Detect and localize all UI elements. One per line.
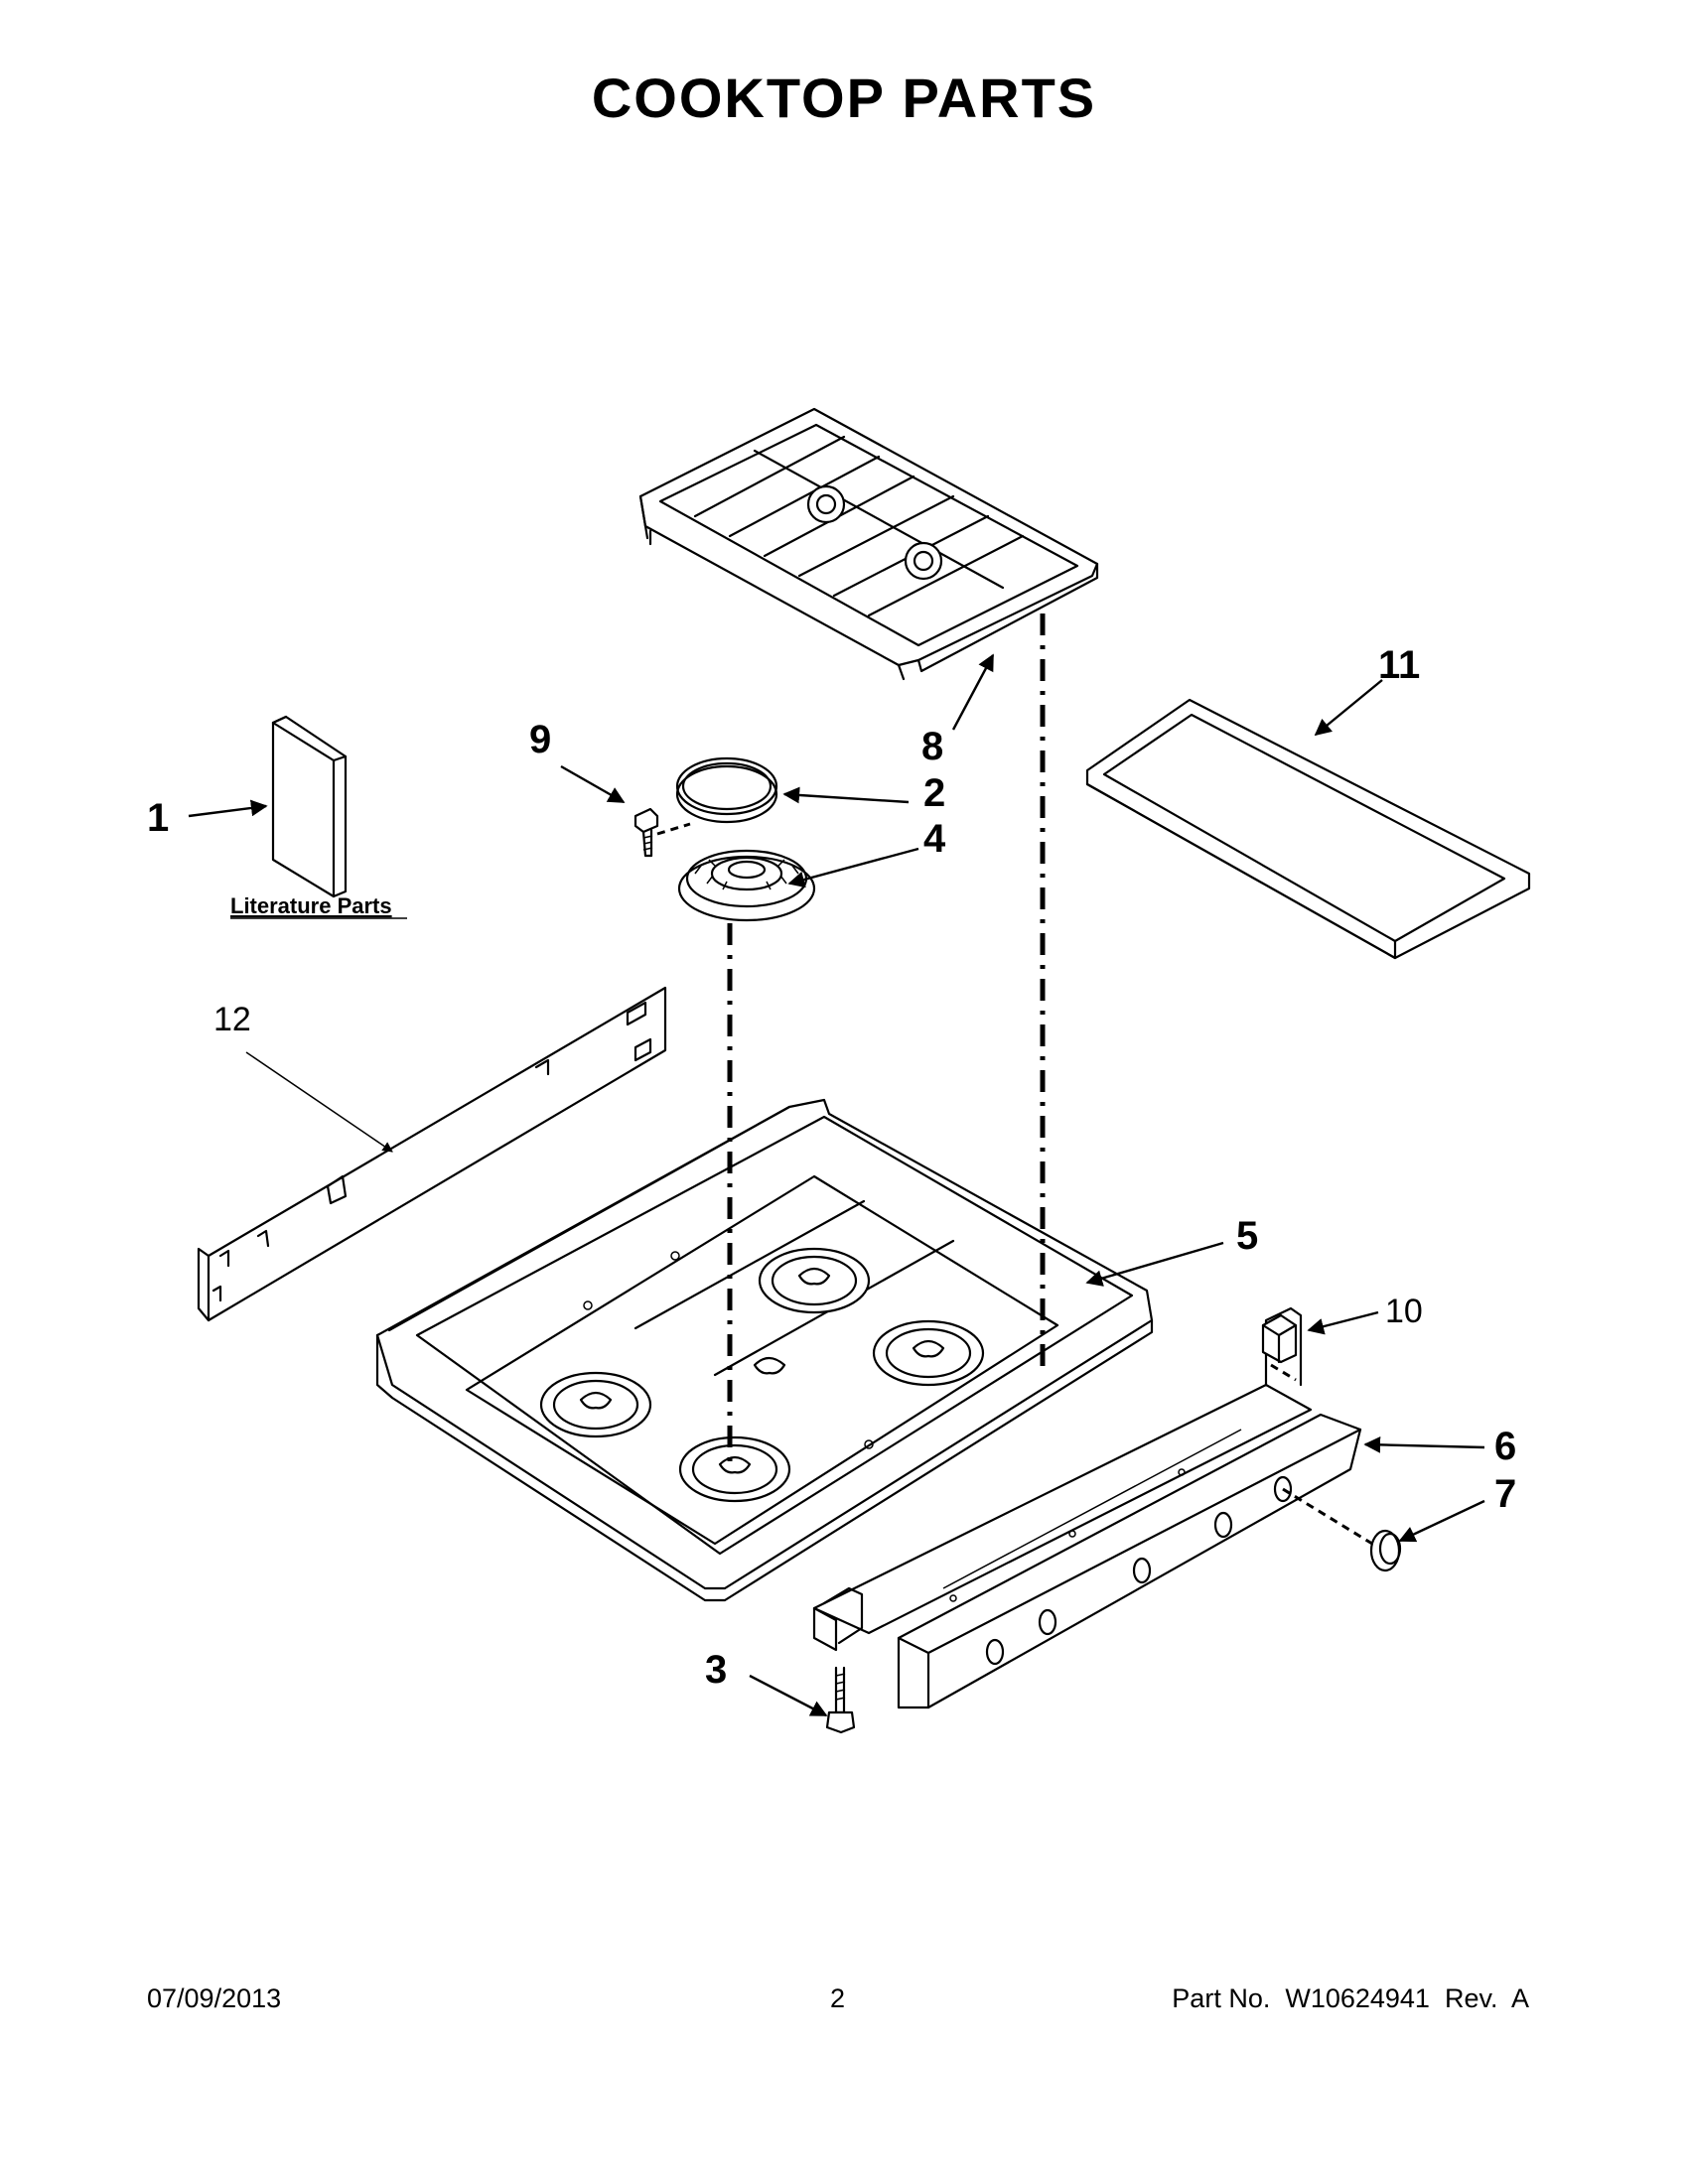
callout-6: 6 [1494,1425,1516,1468]
callout-11: 11 [1378,643,1420,687]
part-screw-3 [825,1666,856,1734]
part-literature [271,715,348,898]
callout-1: 1 [147,796,169,840]
part-burner-cap [675,756,778,824]
part-burner-base [677,849,816,922]
part-rear-panel [197,986,667,1322]
part-knob [1369,1529,1402,1572]
part-griddle [1085,698,1531,960]
footer-date: 07/09/2013 [147,1983,282,2013]
part-control-panel [812,1306,1362,1709]
callout-4: 4 [923,817,946,861]
part-cooktop [375,1098,1154,1602]
callout-9: 9 [529,718,551,761]
page-title: COOKTOP PARTS [591,67,1097,129]
callout-7: 7 [1494,1472,1516,1516]
part-bracket [1261,1313,1298,1364]
callout-2: 2 [923,771,945,815]
literature-parts-label: Literature Parts [230,893,392,918]
callout-10: 10 [1385,1293,1423,1330]
part-screw-9 [633,807,659,858]
part-burner-grate [638,407,1099,681]
callout-3: 3 [705,1648,727,1692]
callout-8: 8 [921,725,943,768]
footer-page-number: 2 [830,1983,846,2013]
callout-12: 12 [213,1001,251,1038]
callout-5: 5 [1236,1214,1258,1258]
footer-part-number: Part No. W10624941 Rev. A [1172,1983,1529,2013]
